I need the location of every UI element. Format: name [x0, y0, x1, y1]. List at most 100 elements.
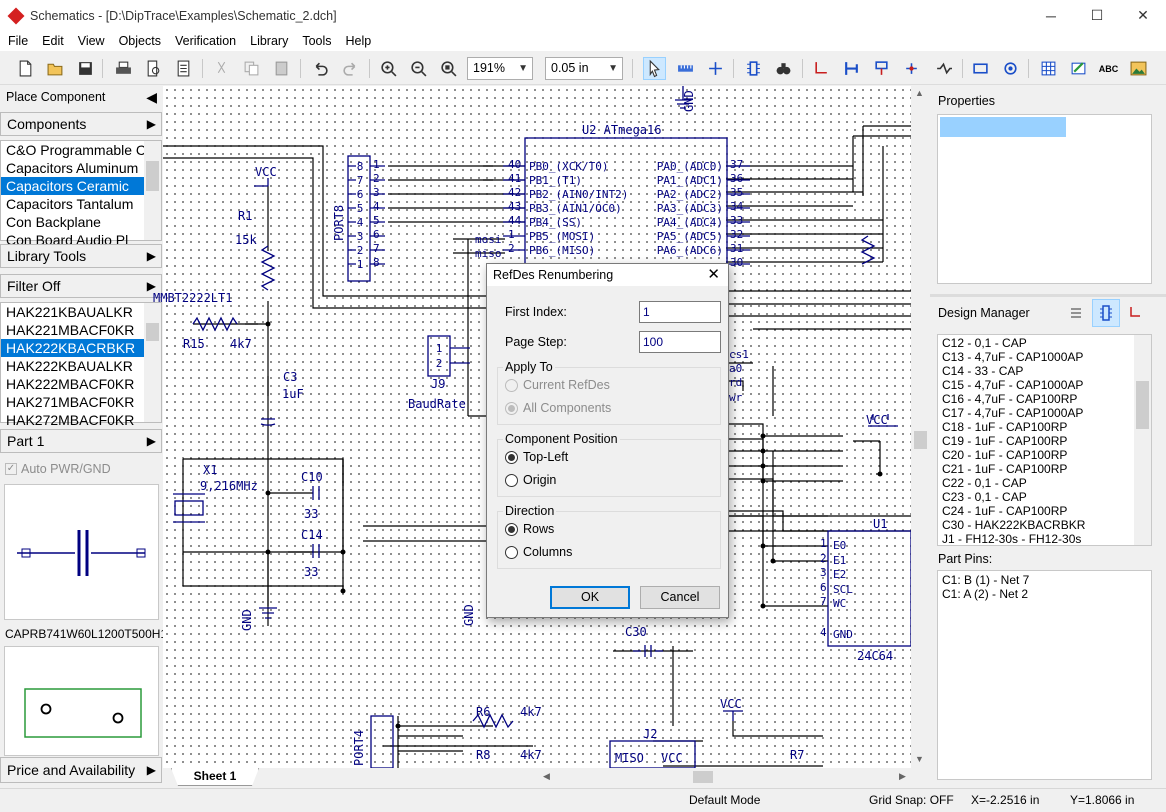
- splitter[interactable]: [930, 294, 1166, 297]
- canvas-vertical-scrollbar[interactable]: ▲ ▼: [911, 86, 930, 768]
- list-item-selected[interactable]: Capacitors Ceramic: [1, 177, 161, 195]
- list-item[interactable]: C30 - HAK222KBACRBKR: [942, 518, 1086, 532]
- list-item[interactable]: C&O Programmable C: [6, 142, 147, 158]
- list-item[interactable]: HAK222MBACF0KR: [6, 376, 135, 392]
- bus-icon[interactable]: [840, 57, 863, 80]
- list-item[interactable]: C22 - 0,1 - CAP: [942, 476, 1027, 490]
- collapse-left-icon[interactable]: ◀: [146, 89, 157, 105]
- components-dropdown[interactable]: Components▶: [0, 112, 162, 136]
- grid-combo[interactable]: 0.05 in▼: [545, 57, 623, 80]
- list-item[interactable]: HAK272MBACF0KR: [6, 412, 135, 428]
- list-item[interactable]: HAK221KBAUALKR: [6, 304, 133, 320]
- text-icon[interactable]: ABC: [1098, 63, 1119, 74]
- grid-snap-status[interactable]: Grid Snap: OFF: [869, 793, 954, 807]
- cancel-button[interactable]: Cancel: [640, 586, 720, 609]
- report-icon[interactable]: [172, 57, 195, 80]
- list-item[interactable]: C13 - 4,7uF - CAP1000AP: [942, 350, 1084, 364]
- list-item[interactable]: J1 - FH12-30s - FH12-30s: [942, 532, 1082, 546]
- menu-objects[interactable]: Objects: [118, 34, 161, 48]
- top-left-radio[interactable]: Top-Left: [505, 450, 568, 464]
- paste-icon[interactable]: [270, 57, 293, 80]
- property-row-selected[interactable]: [940, 117, 1066, 137]
- pin-icon[interactable]: [999, 57, 1022, 80]
- library-scrollbar[interactable]: [144, 141, 161, 240]
- ok-button[interactable]: OK: [550, 586, 630, 609]
- close-button[interactable]: ✕: [1137, 7, 1149, 23]
- zoom-in-icon[interactable]: [377, 57, 400, 80]
- list-item[interactable]: C19 - 1uF - CAP100RP: [942, 434, 1068, 448]
- list-item[interactable]: Con Backplane: [6, 214, 101, 230]
- power-icon[interactable]: [900, 57, 923, 80]
- list-item[interactable]: C1: A (2) - Net 2: [942, 587, 1029, 601]
- chevron-up-icon[interactable]: ▲: [915, 88, 924, 98]
- tab-sheet-1[interactable]: Sheet 1: [171, 768, 259, 786]
- menu-tools[interactable]: Tools: [302, 34, 332, 48]
- list-item[interactable]: Capacitors Tantalum: [6, 196, 134, 212]
- list-item[interactable]: HAK221MBACF0KR: [6, 322, 135, 338]
- new-icon[interactable]: [14, 57, 37, 80]
- scroll-thumb[interactable]: [914, 431, 927, 449]
- chevron-down-icon[interactable]: ▼: [915, 754, 924, 764]
- list-item[interactable]: HAK222KBAUALKR: [6, 358, 133, 374]
- maximize-button[interactable]: ☐: [1090, 7, 1104, 23]
- menu-view[interactable]: View: [77, 34, 105, 48]
- menu-file[interactable]: File: [8, 34, 29, 48]
- auto-pwr-checkbox[interactable]: ✓Auto PWR/GND: [5, 462, 111, 476]
- zoom-combo[interactable]: 191%▼: [467, 57, 533, 80]
- list-item[interactable]: C16 - 4,7uF - CAP100RP: [942, 392, 1078, 406]
- properties-icon[interactable]: [1067, 57, 1090, 80]
- design-manager-scrollbar[interactable]: [1134, 335, 1151, 545]
- place-part-icon[interactable]: [742, 57, 765, 80]
- undo-icon[interactable]: [309, 57, 332, 80]
- list-item[interactable]: C12 - 0,1 - CAP: [942, 336, 1027, 350]
- copy-icon[interactable]: [240, 57, 263, 80]
- ruler-icon[interactable]: [674, 57, 697, 80]
- list-item-selected[interactable]: HAK222KBACRBKR: [1, 339, 161, 357]
- list-item[interactable]: C20 - 1uF - CAP100RP: [942, 448, 1068, 462]
- print-preview-icon[interactable]: [142, 57, 165, 80]
- find-icon[interactable]: [772, 57, 795, 80]
- chevron-right-icon[interactable]: ▶: [899, 771, 906, 781]
- list-item[interactable]: C24 - 1uF - CAP100RP: [942, 504, 1068, 518]
- select-icon[interactable]: [643, 57, 666, 80]
- list-item[interactable]: Capacitors Aluminum: [6, 160, 139, 176]
- zoom-out-icon[interactable]: [407, 57, 430, 80]
- part-dropdown[interactable]: Part 1▶: [0, 429, 162, 453]
- menu-help[interactable]: Help: [345, 34, 372, 48]
- list-item[interactable]: C17 - 4,7uF - CAP1000AP: [942, 406, 1084, 420]
- nets-view-icon[interactable]: [1124, 302, 1146, 324]
- origin-radio[interactable]: Origin: [505, 473, 556, 487]
- crosshair-icon[interactable]: [704, 57, 727, 80]
- canvas-horizontal-scrollbar[interactable]: Sheet 1 ◀ ▶: [163, 768, 911, 786]
- net-port-icon[interactable]: [870, 57, 893, 80]
- filter-dropdown[interactable]: Filter Off▶: [0, 274, 162, 298]
- all-components-radio[interactable]: All Components: [505, 401, 611, 415]
- list-item[interactable]: C21 - 1uF - CAP100RP: [942, 462, 1068, 476]
- columns-radio[interactable]: Columns: [505, 545, 572, 559]
- rows-radio[interactable]: Rows: [505, 522, 554, 536]
- menu-edit[interactable]: Edit: [42, 34, 64, 48]
- first-index-input[interactable]: 1: [639, 301, 721, 323]
- menu-library[interactable]: Library: [250, 34, 289, 48]
- close-icon[interactable]: ✕: [707, 266, 720, 283]
- page-step-input[interactable]: 100: [639, 331, 721, 353]
- menu-verification[interactable]: Verification: [174, 34, 237, 48]
- list-item[interactable]: C23 - 0,1 - CAP: [942, 490, 1027, 504]
- list-view-icon[interactable]: [1066, 302, 1086, 324]
- open-icon[interactable]: [44, 57, 67, 80]
- redo-icon[interactable]: [339, 57, 362, 80]
- hierarchy-icon[interactable]: [932, 57, 955, 80]
- list-item[interactable]: C18 - 1uF - CAP100RP: [942, 420, 1068, 434]
- scroll-thumb[interactable]: [693, 771, 713, 783]
- minimize-button[interactable]: ─: [1046, 7, 1056, 24]
- components-view-icon[interactable]: [1092, 299, 1120, 327]
- list-item[interactable]: C14 - 33 - CAP: [942, 364, 1024, 378]
- chevron-left-icon[interactable]: ◀: [543, 771, 550, 781]
- library-tools-dropdown[interactable]: Library Tools▶: [0, 244, 162, 268]
- component-icon[interactable]: [969, 57, 992, 80]
- cut-icon[interactable]: [210, 57, 233, 80]
- parts-scrollbar[interactable]: [144, 303, 161, 422]
- list-item[interactable]: C15 - 4,7uF - CAP1000AP: [942, 378, 1084, 392]
- print-icon[interactable]: [112, 57, 135, 80]
- list-item[interactable]: C1: B (1) - Net 7: [942, 573, 1030, 587]
